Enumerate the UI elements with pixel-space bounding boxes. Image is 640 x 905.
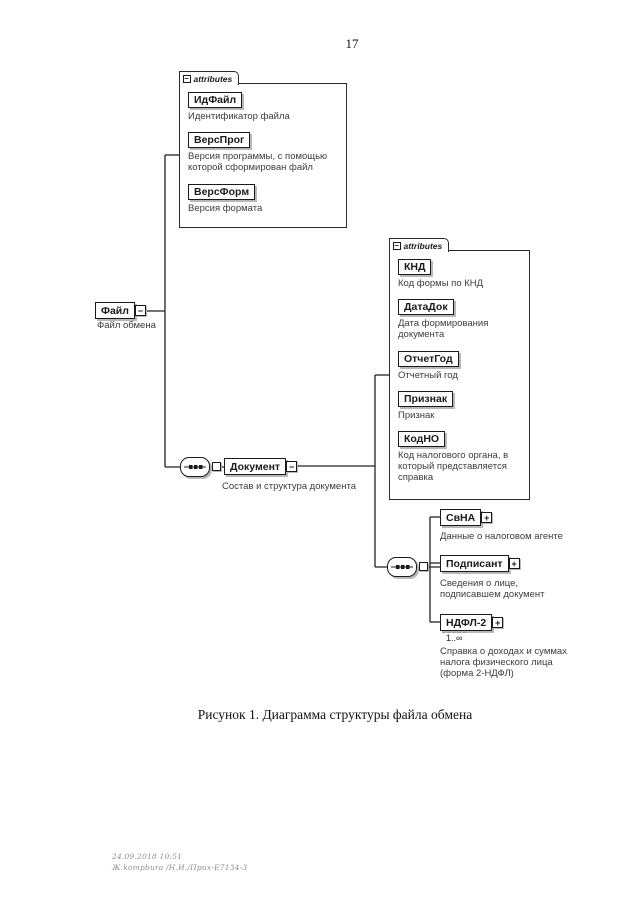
- figure-caption: Рисунок 1. Диаграмма структуры файла обм…: [197, 707, 473, 722]
- attribute-field: КодНО Код налогового органа, в который п…: [398, 429, 522, 484]
- element-caption: Справка о доходах и суммах налога физиче…: [440, 646, 567, 680]
- element-ndfl2: НДФЛ-2 +: [440, 614, 504, 631]
- attributes-tab: − attributes: [178, 71, 240, 85]
- attribute-name: КодНО: [398, 431, 446, 448]
- attributes-tab-label: attributes: [193, 73, 233, 84]
- attribute-name: КНД: [398, 259, 432, 275]
- sequence-icon: [387, 557, 417, 577]
- collapse-icon: −: [392, 240, 401, 250]
- attribute-name: ВерсФорм: [188, 183, 256, 200]
- attribute-name: ВерсПрог: [188, 132, 251, 149]
- attribute-caption: Идентификатор файла: [188, 111, 290, 122]
- attribute-caption: Дата формирования документа: [398, 318, 489, 341]
- expand-icon: +: [492, 617, 504, 628]
- attribute-caption: Код формы по КНД: [398, 278, 484, 289]
- element-label: Подписант: [446, 557, 503, 570]
- stamp-reference: Ж kompbura /Н.И./Прих-Е7134-3: [112, 862, 248, 872]
- attribute-caption: Признак: [398, 409, 435, 421]
- element-file: Файл −: [95, 302, 146, 319]
- attribute-caption: Версия программы, с помощью которой сфор…: [188, 151, 328, 174]
- attribute-field: Признак Признак: [398, 389, 522, 421]
- attribute-name: ОтчетГод: [398, 350, 459, 367]
- collapse-icon: −: [182, 73, 191, 83]
- page-number: 17: [345, 36, 359, 51]
- print-stamp: 24.09.2018 10:51 Ж kompbura /Н.И./Прих-Е…: [112, 852, 247, 874]
- attributes-tab-label: attributes: [403, 240, 443, 251]
- attribute-field: ВерсФорм Версия формата: [188, 182, 339, 214]
- element-label: НДФЛ-2: [446, 616, 487, 629]
- collapse-icon: −: [286, 461, 298, 472]
- attribute-name: Признак: [398, 390, 454, 407]
- element-caption: Файл обмена: [97, 320, 156, 331]
- attribute-name: ДатаДок: [398, 299, 454, 316]
- element-svna: СвНА +: [440, 509, 493, 526]
- element-label: Файл: [101, 304, 129, 317]
- cardinality-label: 1..∞: [442, 632, 467, 643]
- element-caption: Сведения о лице, подписавшем документ: [440, 578, 545, 601]
- connector-square: [419, 562, 428, 571]
- element-label: СвНА: [446, 511, 476, 524]
- attribute-field: ДатаДок Дата формирования документа: [398, 297, 522, 340]
- attribute-field: ОтчетГод Отчетный год: [398, 349, 522, 381]
- element-document: Документ −: [224, 458, 298, 475]
- attribute-name: ИдФайл: [188, 92, 243, 108]
- file-attributes-box: − attributes ИдФайл Идентификатор файла …: [178, 71, 347, 228]
- element-label: Документ: [230, 460, 281, 473]
- element-podpisant: Подписант +: [440, 555, 520, 572]
- element-caption: Состав и структура документа: [222, 481, 356, 492]
- attribute-caption: Код налогового органа, в который предста…: [398, 450, 509, 484]
- expand-icon: +: [481, 512, 493, 523]
- attribute-field: ВерсПрог Версия программы, с помощью кот…: [188, 130, 339, 173]
- sequence-icon: [180, 457, 210, 477]
- stamp-date: 24.09.2018 10:51: [112, 852, 183, 861]
- attribute-field: ИдФайл Идентификатор файла: [188, 90, 339, 122]
- document-attributes-box: − attributes КНД Код формы по КНД ДатаДо…: [388, 238, 530, 500]
- attribute-caption: Отчетный год: [398, 369, 458, 381]
- attributes-tab: − attributes: [388, 238, 450, 252]
- collapse-icon: −: [134, 305, 146, 316]
- expand-icon: +: [508, 558, 520, 569]
- attribute-field: КНД Код формы по КНД: [398, 257, 522, 289]
- element-caption: Данные о налоговом агенте: [440, 531, 563, 542]
- connector-square: [212, 462, 221, 471]
- attribute-caption: Версия формата: [188, 202, 263, 214]
